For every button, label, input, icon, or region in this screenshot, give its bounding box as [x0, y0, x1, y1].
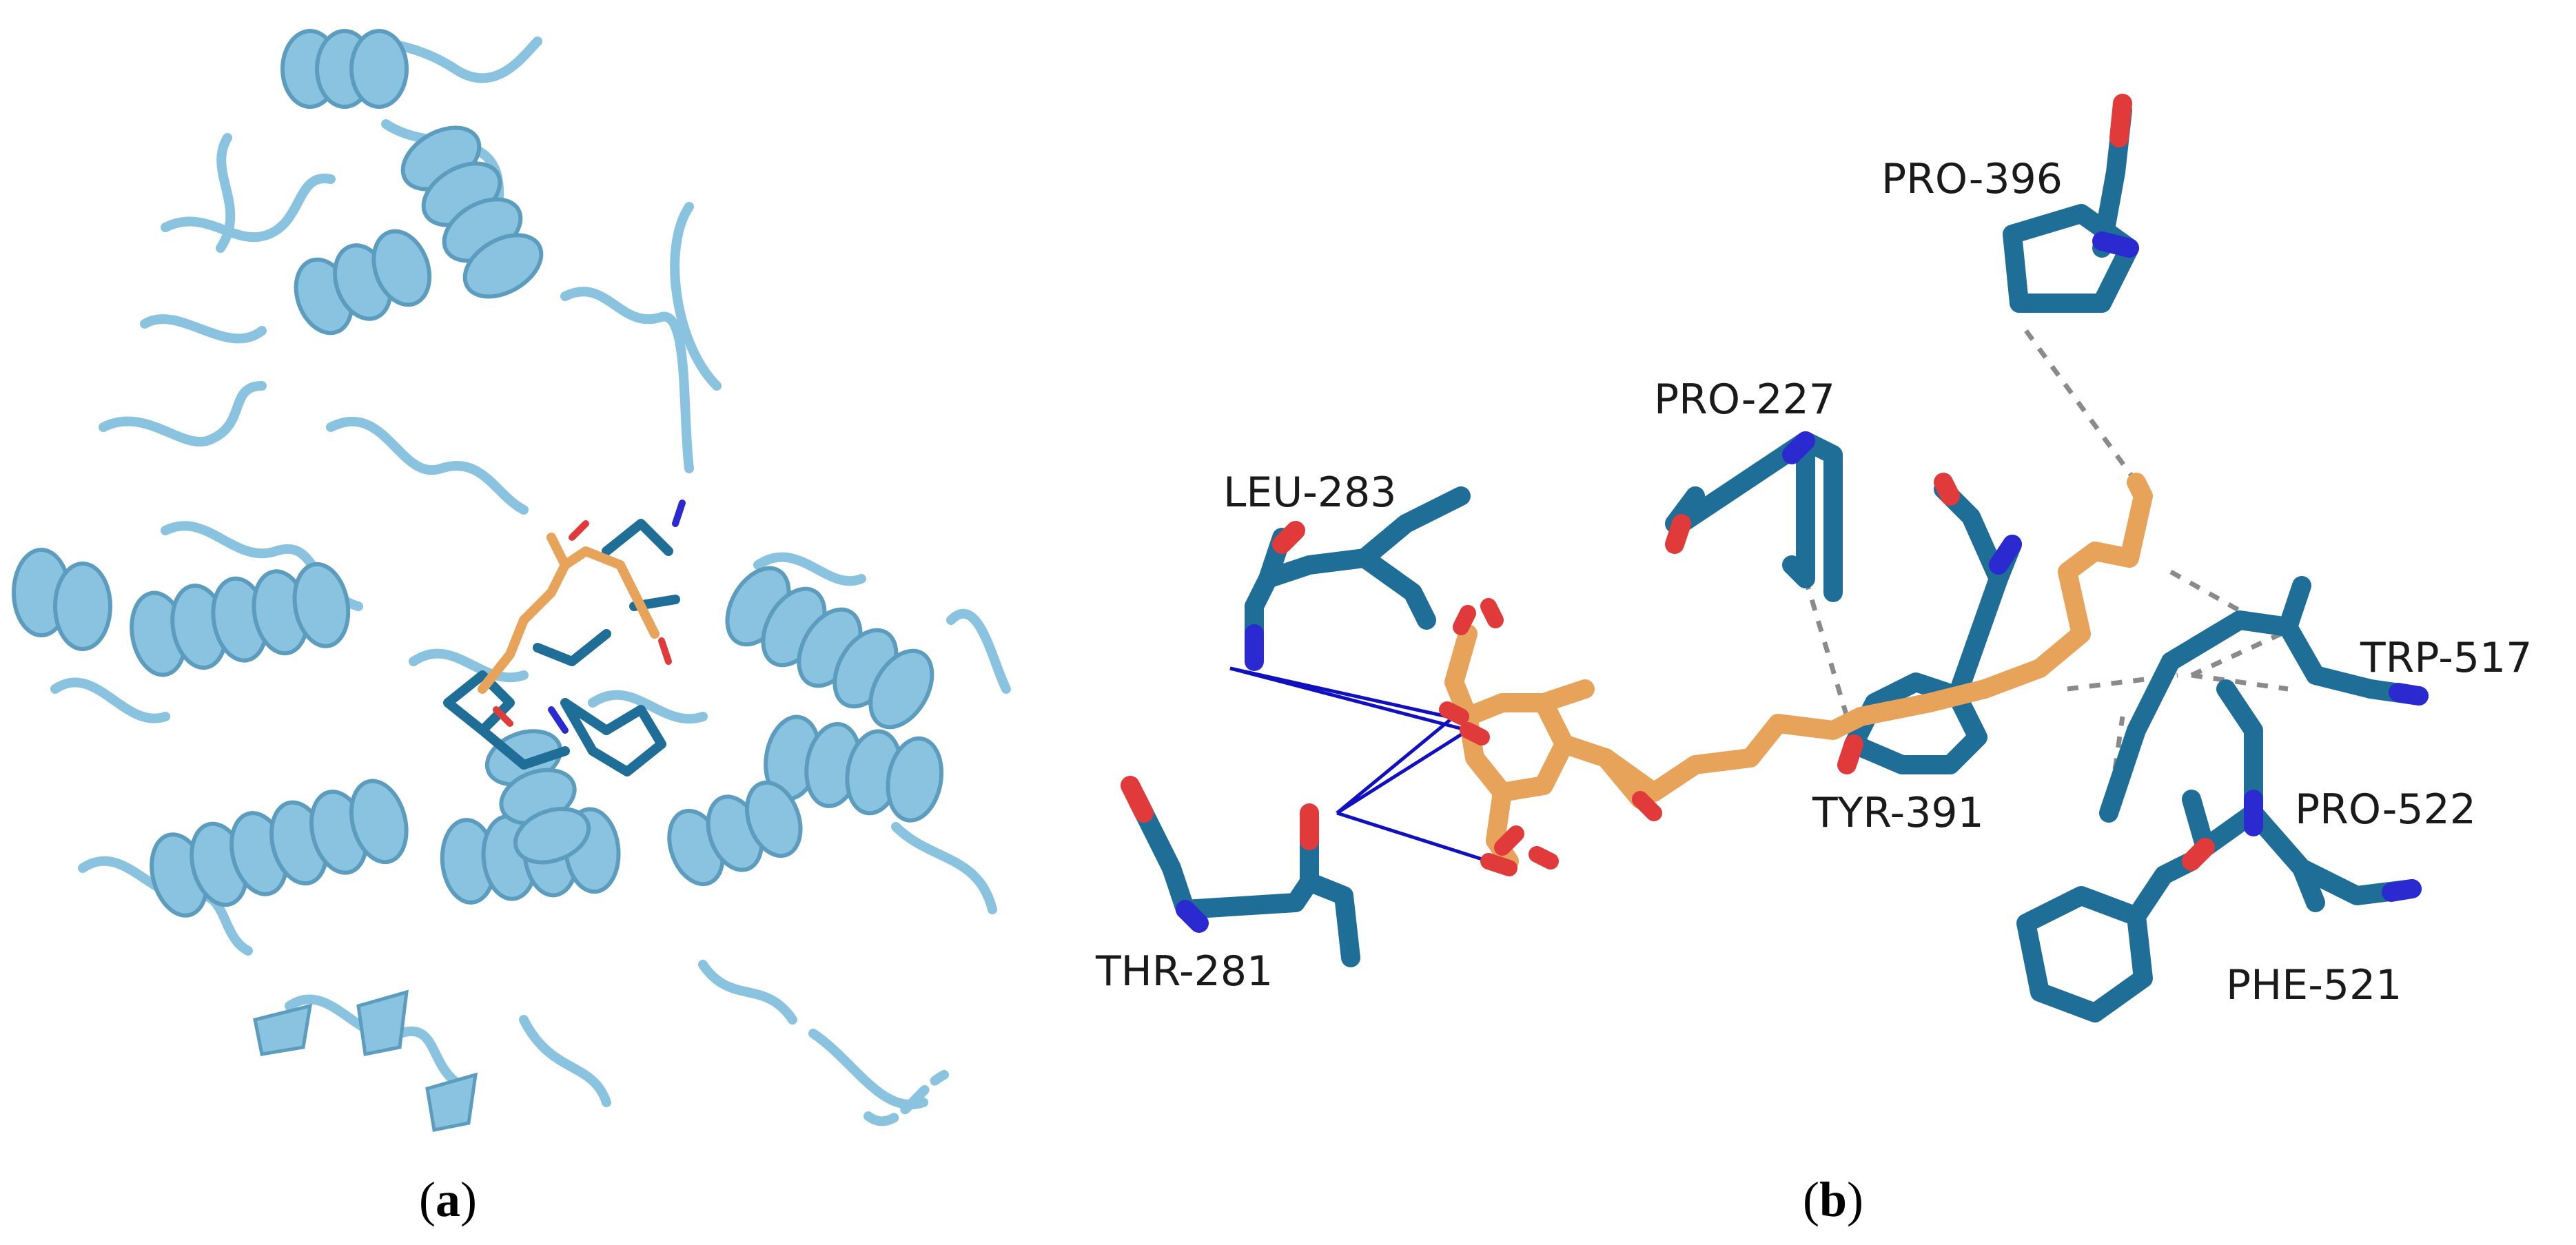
- label-thr-281: THR-281: [1095, 947, 1273, 996]
- label-pro-396: PRO-396: [1881, 155, 2063, 203]
- hydrophobic-contacts: [1803, 329, 2289, 814]
- panel-a-label: (a): [419, 1172, 477, 1227]
- protein-strands: [253, 989, 478, 1132]
- panel-b-binding-site: PRO-396 PRO-227 LEU-283 TRP-517 PRO-522 …: [1095, 94, 2532, 1227]
- label-tyr-391: TYR-391: [1812, 789, 1984, 837]
- residue-labels: PRO-396 PRO-227 LEU-283 TRP-517 PRO-522 …: [1095, 155, 2532, 1009]
- hydrogen-bonds: [1229, 666, 1489, 863]
- panel-a-protein-cartoon: (a): [12, 29, 1011, 1227]
- label-pro-522: PRO-522: [2295, 785, 2476, 834]
- label-pro-227: PRO-227: [1654, 375, 1835, 424]
- panel-a-binding-site: [443, 500, 686, 776]
- label-phe-521: PHE-521: [2226, 961, 2402, 1009]
- protein-loops: [50, 37, 1011, 1126]
- residue-heteroatoms: [1121, 94, 2429, 933]
- label-trp-517: TRP-517: [2360, 634, 2532, 682]
- residue-sticks: [1127, 101, 2429, 1022]
- panel-b-label: (b): [1803, 1172, 1863, 1227]
- ligand-heteroatoms: [1439, 598, 1662, 876]
- label-leu-283: LEU-283: [1223, 469, 1396, 517]
- protein-helices: [12, 29, 944, 918]
